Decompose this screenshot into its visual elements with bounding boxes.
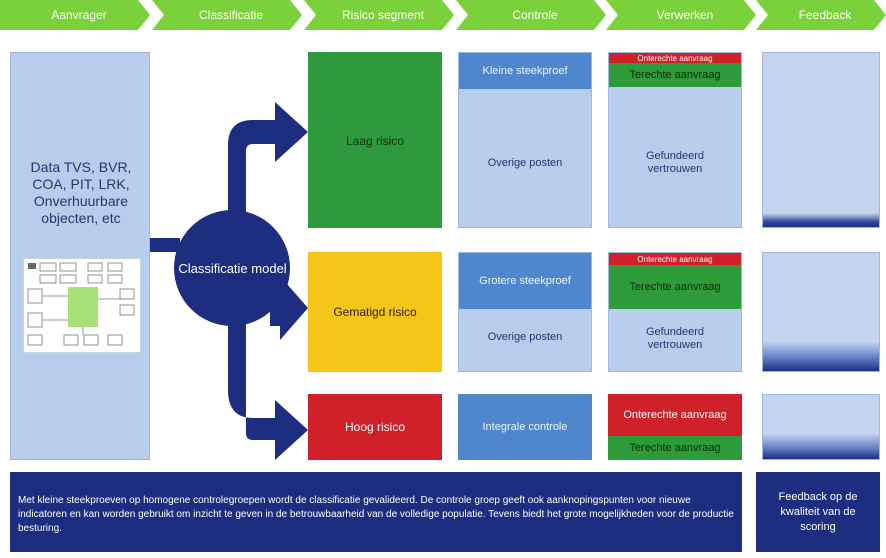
process-flow-thumbnail — [23, 258, 141, 353]
step-verwerken: Verwerken — [606, 0, 756, 30]
gefundeerd-vertrouwen-label: Gefundeerd vertrouwen — [645, 326, 705, 351]
segment-label: Laag risico — [345, 134, 405, 148]
step-feedback: Feedback — [756, 0, 886, 30]
gefundeerd-vertrouwen-label: Gefundeerd vertrouwen — [645, 150, 705, 175]
overige-posten-label: Overige posten — [487, 156, 563, 169]
segment-label: Hoog risico — [344, 420, 406, 434]
step-label: Classificatie — [198, 8, 264, 22]
segment-laag-risico: Laag risico — [308, 52, 442, 228]
footer-text: Met kleine steekproeven op homogene cont… — [18, 495, 734, 534]
terechte-aanvraag-cell: Terechte aanvraag — [608, 436, 742, 460]
step-risico-segment: Risico segment — [304, 0, 454, 30]
controle-low-panel: Kleine steekproef Overige posten — [458, 52, 592, 228]
feedback-high-panel — [762, 394, 880, 460]
verwerken-high-panel: Onterechte aanvraag Terechte aanvraag — [608, 394, 742, 460]
feedback-low-panel — [762, 52, 880, 228]
segment-gematigd-risico: Gematigd risico — [308, 252, 442, 372]
integrale-controle-cell: Integrale controle — [458, 394, 592, 460]
data-sources-text: Data TVS, BVR, COA, PIT, LRK, Onverhuurb… — [30, 159, 132, 226]
grotere-steekproef-cell: Grotere steekproef — [459, 253, 591, 309]
verwerken-moderate-panel: Onterechte aanvraag Terechte aanvraag Ge… — [608, 252, 742, 372]
onterechte-aanvraag-cell: Onterechte aanvraag — [608, 394, 742, 436]
step-label: Feedback — [798, 8, 852, 22]
onterechte-aanvraag-cell: Onterechte aanvraag — [609, 253, 741, 265]
classification-model-label: Classificatie model — [178, 260, 287, 276]
segment-label: Gematigd risico — [333, 305, 417, 319]
controle-moderate-panel: Grotere steekproef Overige posten — [458, 252, 592, 372]
kleine-steekproef-cell: Kleine steekproef — [459, 53, 591, 89]
step-aanvrager: Aanvrager — [0, 0, 150, 30]
step-label: Controle — [512, 8, 558, 22]
step-label: Aanvrager — [51, 8, 107, 22]
onterechte-aanvraag-cell: Onterechte aanvraag — [609, 53, 741, 63]
step-controle: Controle — [456, 0, 606, 30]
data-sources-panel: Data TVS, BVR, COA, PIT, LRK, Onverhuurb… — [10, 52, 150, 460]
step-label: Verwerken — [656, 8, 714, 22]
feedback-moderate-panel — [762, 252, 880, 372]
footer-feedback-text: Feedback op de kwaliteit van de scoring — [778, 490, 858, 533]
footer-feedback: Feedback op de kwaliteit van de scoring — [756, 472, 880, 552]
step-classificatie: Classificatie — [152, 0, 302, 30]
verwerken-low-panel: Onterechte aanvraag Terechte aanvraag Ge… — [608, 52, 742, 228]
terechte-aanvraag-cell: Terechte aanvraag — [609, 63, 741, 87]
terechte-aanvraag-cell: Terechte aanvraag — [609, 265, 741, 309]
flow-arrows — [150, 102, 308, 460]
overige-posten-label: Overige posten — [487, 330, 563, 343]
step-label: Risico segment — [341, 8, 425, 22]
footer-explanation: Met kleine steekproeven op homogene cont… — [10, 472, 742, 552]
segment-hoog-risico: Hoog risico — [308, 394, 442, 460]
